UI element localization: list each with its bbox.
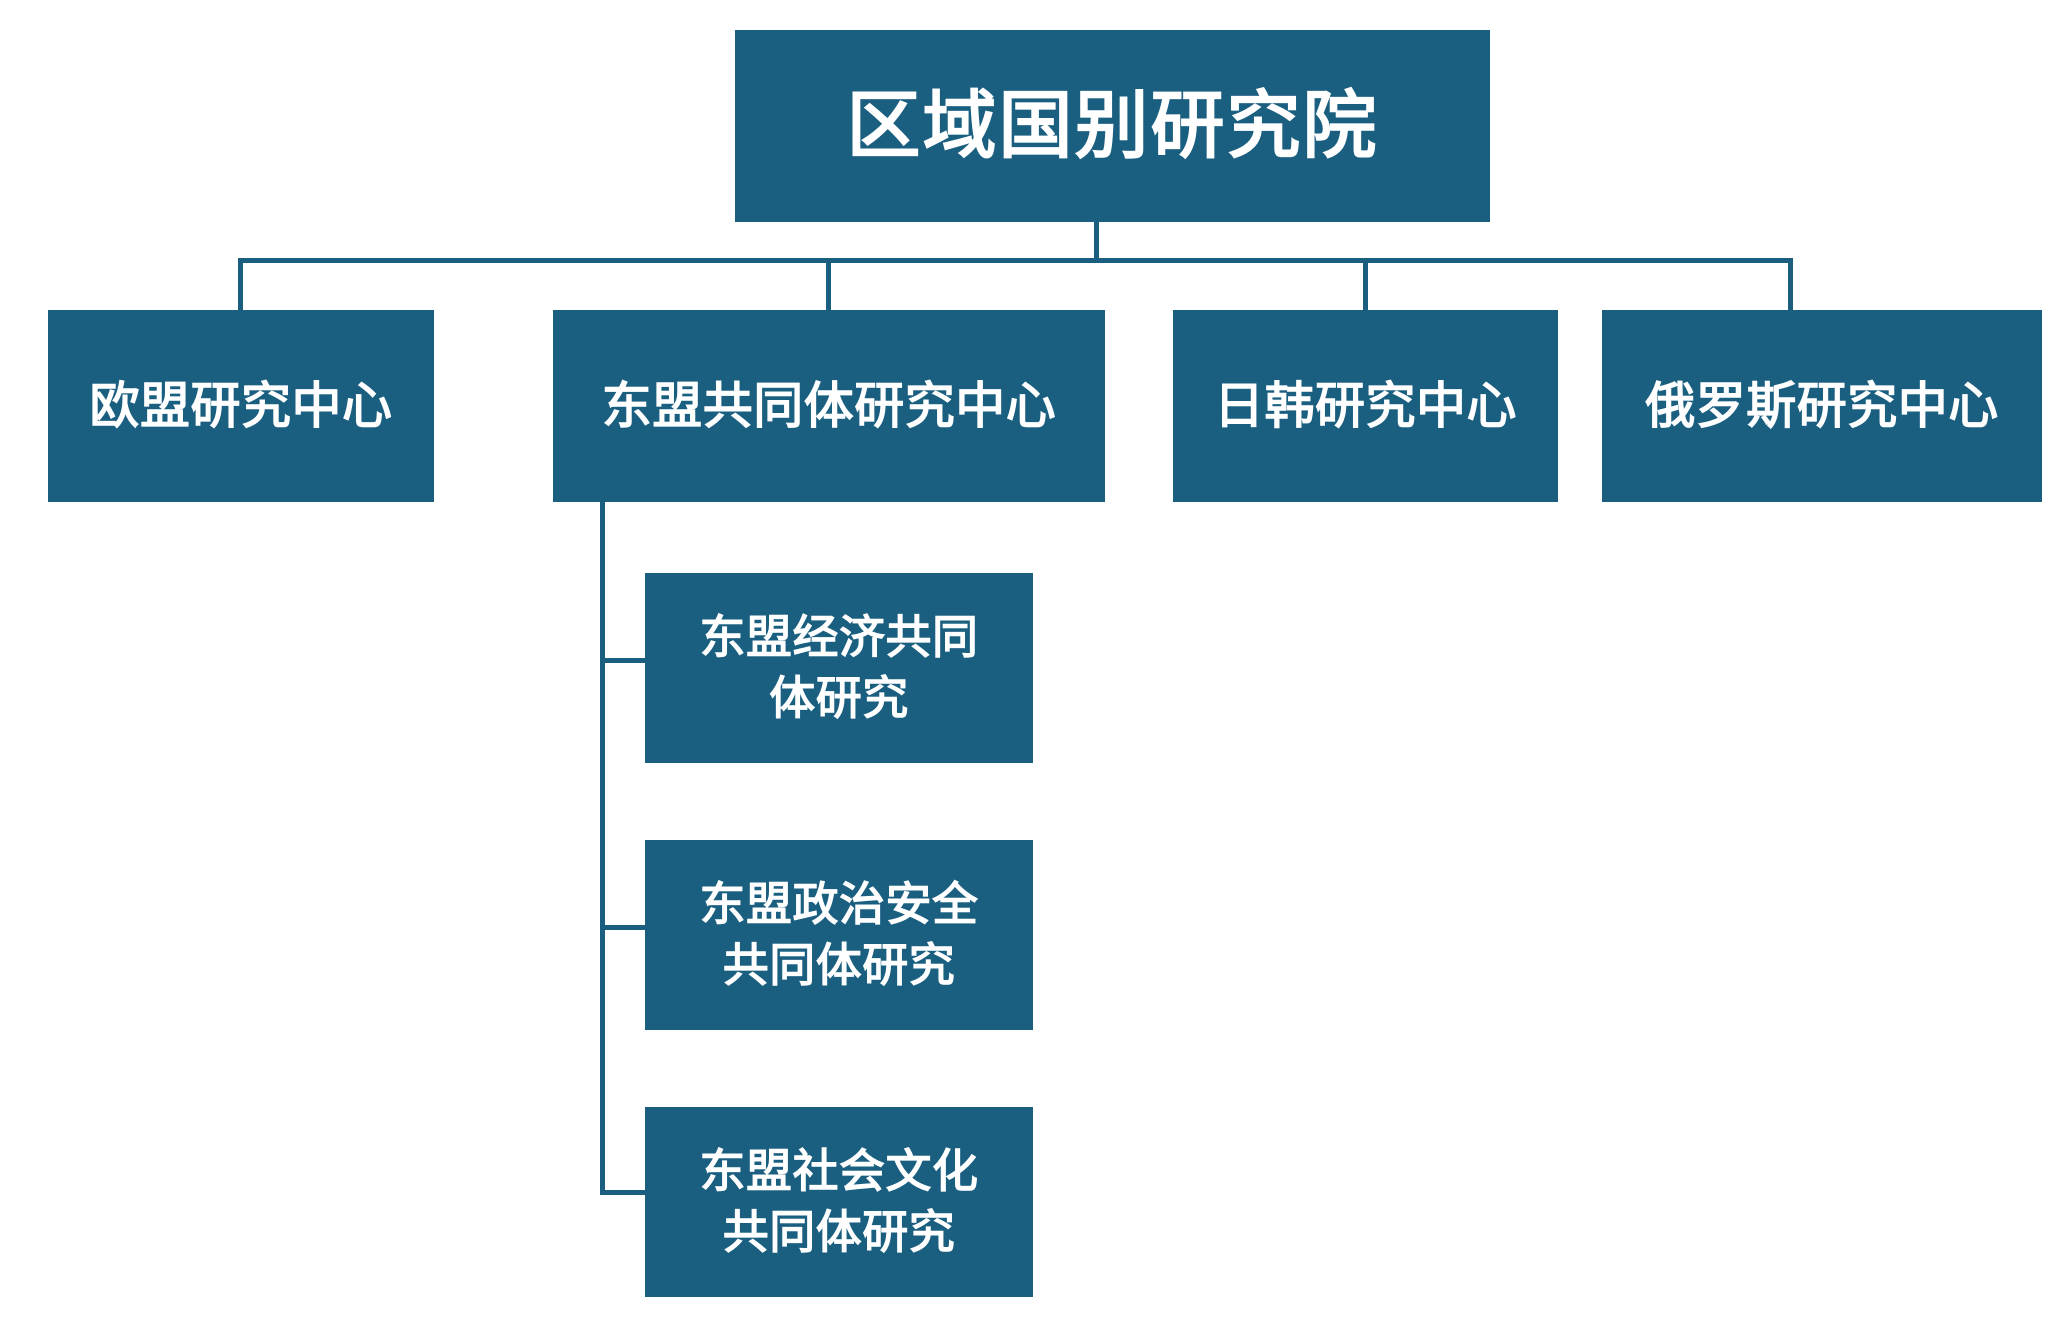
node-asean-community-research-center[interactable]: 东盟共同体研究中心 [553,310,1105,502]
connector-drop-node-2 [1363,258,1368,312]
node-japan-korea-research-center[interactable]: 日韩研究中心 [1173,310,1558,502]
connector-drop-node-1 [826,258,831,312]
connector-branch-sub-0 [600,658,650,663]
connector-drop-node-3 [1788,258,1793,312]
connector-root-stub [1094,222,1099,262]
node-asean-political-security-community-research[interactable]: 东盟政治安全 共同体研究 [645,840,1033,1030]
node-eu-research-center[interactable]: 欧盟研究中心 [48,310,434,502]
connector-drop-node-0 [238,258,243,312]
connector-level3-spine [600,502,605,1195]
node-asean-economic-community-research[interactable]: 东盟经济共同 体研究 [645,573,1033,763]
node-asean-socio-cultural-community-research[interactable]: 东盟社会文化 共同体研究 [645,1107,1033,1297]
node-root[interactable]: 区域国别研究院 [735,30,1490,222]
connector-branch-sub-2 [600,1190,650,1195]
node-russia-research-center[interactable]: 俄罗斯研究中心 [1602,310,2042,502]
connector-level2-bus [238,258,1793,263]
connector-branch-sub-1 [600,925,650,930]
